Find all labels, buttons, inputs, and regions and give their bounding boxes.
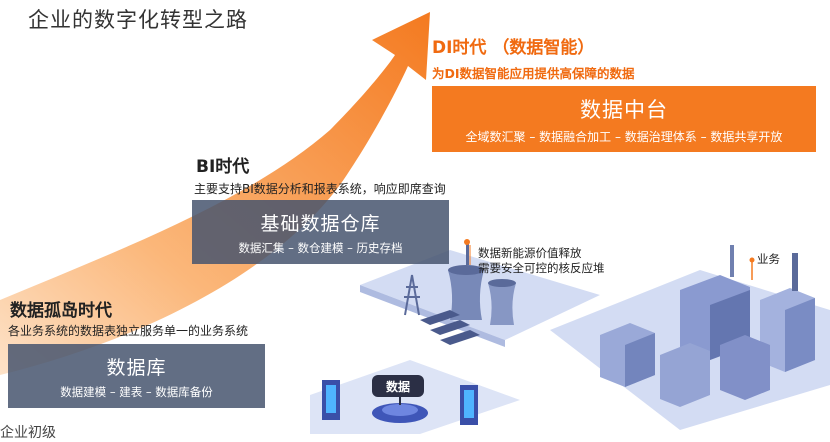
city-buildings: [600, 245, 815, 407]
data-warehouse-box: 基础数据仓库 数据汇集 – 数仓建模 – 历史存档: [192, 200, 449, 264]
solar-panels: [420, 310, 480, 345]
business-label: 业务: [757, 252, 780, 266]
cooling-tower: [448, 270, 484, 320]
data-platform-box-name: 数据中台: [580, 97, 668, 122]
infrastructure-illustration: [310, 239, 830, 434]
data-warehouse-box-name: 基础数据仓库: [260, 212, 381, 235]
server-pillar: [322, 380, 340, 420]
cooling-tower: [488, 283, 516, 325]
power-pylon: [404, 274, 420, 316]
server-pillar: [460, 385, 478, 425]
era-di-title: DI时代 （数据智能）: [432, 38, 595, 58]
database-box: 数据库 数据建模 – 建表 – 数据库备份: [8, 344, 265, 408]
data-platform-box: 数据中台 全域数汇聚 – 数据融合加工 – 数据治理体系 – 数据共享开放: [432, 86, 816, 152]
energy-note: 数据新能源价值释放 需要安全可控的核反应堆: [478, 246, 605, 276]
era-bi-title: BI时代: [196, 157, 250, 177]
bottom-cutoff-text: 企业初级: [0, 425, 56, 441]
data-badge-label: 数据: [385, 379, 410, 394]
data-platform: [310, 360, 520, 434]
growth-arrow-shape: [0, 12, 430, 375]
era-silo-title: 数据孤岛时代: [10, 301, 112, 321]
database-box-sub: 数据建模 – 建表 – 数据库备份: [60, 384, 213, 399]
data-badge: 数据: [372, 375, 424, 397]
data-platform-box-sub: 全域数汇聚 – 数据融合加工 – 数据治理体系 – 数据共享开放: [465, 129, 783, 144]
era-di-desc: 为DI数据智能应用提供高保障的数据: [432, 66, 635, 81]
era-silo-desc: 各业务系统的数据表独立服务单一的业务系统: [8, 324, 249, 338]
energy-note-line2: 需要安全可控的核反应堆: [478, 261, 605, 275]
era-bi-desc: 主要支持BI数据分析和报表系统，响应即席查询: [194, 182, 446, 196]
database-box-name: 数据库: [106, 356, 167, 379]
data-warehouse-box-sub: 数据汇集 – 数仓建模 – 历史存档: [238, 240, 403, 255]
page-title: 企业的数字化转型之路: [28, 8, 248, 32]
energy-note-line1: 数据新能源价值释放: [478, 246, 582, 260]
